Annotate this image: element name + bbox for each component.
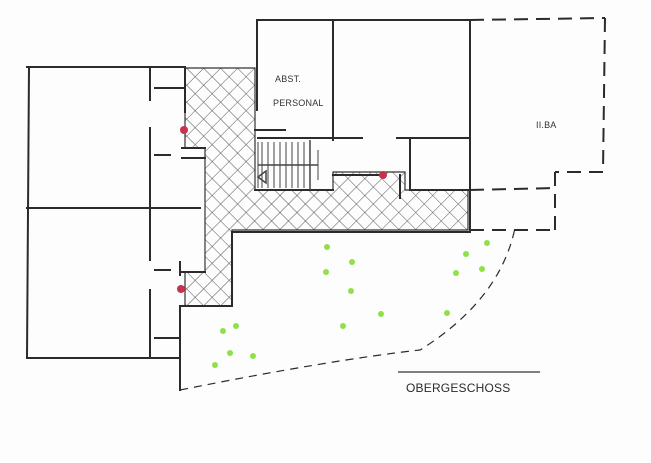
tree-dot: [349, 259, 355, 265]
marker-dot: [177, 285, 185, 293]
tree-dot: [479, 266, 485, 272]
green-tree-dots: [212, 240, 490, 368]
tree-dot: [324, 244, 330, 250]
marker-dot: [379, 171, 387, 179]
tree-dot: [463, 251, 469, 257]
tree-dot: [484, 240, 490, 246]
staircase: [256, 140, 319, 190]
tree-dot: [323, 269, 329, 275]
tree-dot: [212, 362, 218, 368]
walls: [25, 19, 471, 391]
red-markers: [177, 126, 387, 293]
phase-two-outline: [179, 17, 606, 391]
tree-dot: [453, 270, 459, 276]
tree-dot: [348, 288, 354, 294]
room-label-abst: ABST.: [275, 74, 302, 84]
marker-dot: [180, 126, 188, 134]
tree-dot: [220, 328, 226, 334]
plan-title: OBERGESCHOSS: [406, 381, 511, 395]
tree-dot: [250, 353, 256, 359]
tree-dot: [340, 323, 346, 329]
room-label-second-phase: II.BA: [536, 120, 557, 130]
tree-dot: [233, 323, 239, 329]
tree-dot: [444, 310, 450, 316]
tree-dot: [227, 350, 233, 356]
room-label-personal: PERSONAL: [273, 98, 324, 108]
tree-dot: [378, 311, 384, 317]
